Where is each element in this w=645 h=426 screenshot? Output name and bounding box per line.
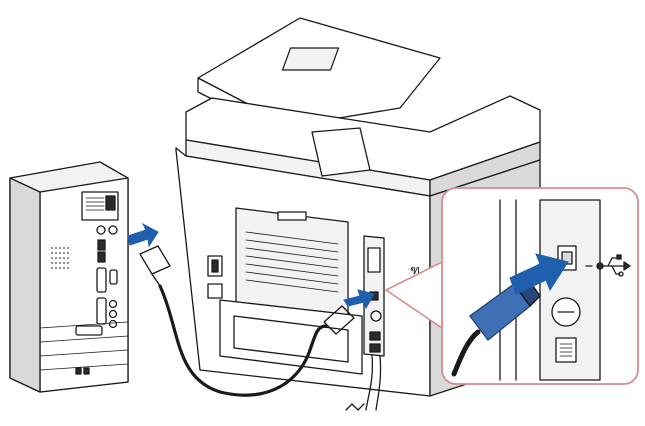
usb-cable xyxy=(158,284,328,397)
computer-usb-plug xyxy=(139,245,171,287)
port-glyph-icon: ฑ xyxy=(410,263,420,277)
computer-tower-icon xyxy=(9,161,129,393)
insert-arrow-computer-icon xyxy=(127,222,159,248)
usb-icon xyxy=(585,254,631,277)
callout-detail xyxy=(499,199,631,381)
callout-usb-plug xyxy=(451,275,541,377)
insert-arrow-callout-icon xyxy=(509,253,569,295)
printer-usb-plug xyxy=(323,305,355,335)
insert-arrow-printer-icon xyxy=(343,289,375,310)
